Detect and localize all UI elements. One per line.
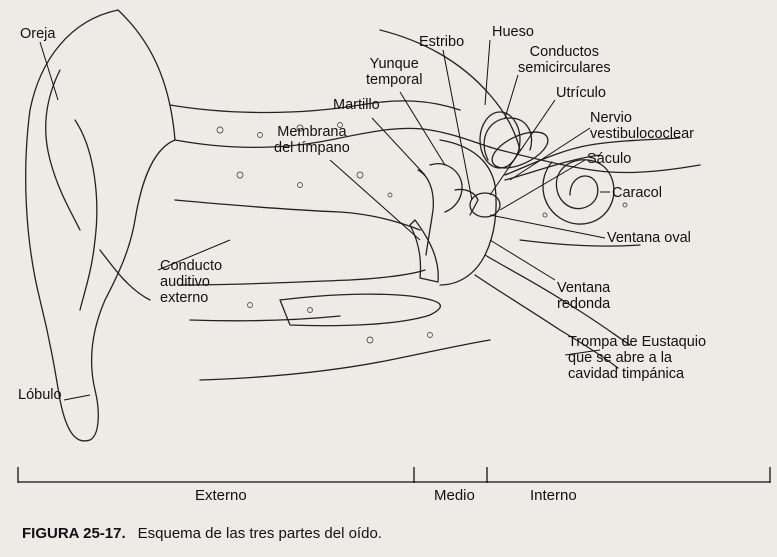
canal-lower-wall	[179, 269, 426, 286]
label-nervio-line2: vestibulococlear	[590, 126, 694, 142]
bone-pore	[427, 332, 433, 338]
caption-text: Esquema de las tres partes del oído.	[137, 525, 382, 542]
bone-pore	[247, 302, 253, 308]
label-oreja: Oreja	[20, 26, 56, 42]
label-caracol: Caracol	[612, 185, 662, 201]
label-trompa-line3: cavidad timpánica	[568, 366, 685, 382]
incus	[429, 163, 463, 213]
petrous-bone-edge	[499, 149, 701, 174]
label-estribo: Estribo	[419, 34, 465, 50]
stapes	[454, 188, 479, 216]
bone-pore	[337, 122, 343, 128]
bone-pore	[257, 132, 263, 138]
label-conducto-auditivo: Conducto auditivo externo	[160, 258, 222, 306]
bone-pore	[236, 171, 244, 179]
bone-pore	[307, 307, 313, 313]
vestibule	[469, 192, 501, 218]
label-lobulo: Lóbulo	[18, 387, 62, 403]
concha	[99, 249, 151, 301]
label-nervio: Nervio vestibulococlear	[590, 110, 694, 142]
leader-utriculo	[489, 99, 556, 196]
label-membrana: Membrana del tímpano	[274, 124, 350, 156]
label-membrana-line1: Membrana	[277, 124, 347, 140]
label-utriculo: Utrículo	[556, 85, 606, 101]
bone-pore	[387, 192, 393, 198]
label-ventana-oval: Ventana oval	[607, 230, 691, 246]
leader-hueso	[484, 39, 491, 106]
temporal-bone-lower	[189, 315, 341, 322]
temporal-bone-outer	[169, 100, 461, 114]
label-conductos-line2: semicirculares	[518, 60, 611, 76]
cochlea-spiral	[542, 159, 615, 225]
label-trompa: Trompa de Eustaquio que se abre a la cav…	[568, 334, 706, 382]
label-ventana-redonda-line1: Ventana	[557, 280, 611, 296]
leader-trompa	[564, 349, 601, 356]
label-ventana-redonda-line2: redonda	[557, 296, 611, 312]
leader-oreja	[39, 41, 59, 101]
bone-pore	[297, 182, 303, 188]
label-yunque-line1: Yunque	[369, 56, 419, 72]
label-membrana-line2: del tímpano	[274, 140, 350, 156]
label-ventana-redonda: Ventana redonda	[557, 280, 610, 312]
leader-saculo	[499, 159, 586, 211]
leader-estribo	[442, 49, 473, 201]
bone-pore	[216, 126, 224, 134]
section-interno: Interno	[530, 487, 577, 504]
bone-pore	[366, 336, 374, 344]
pinna-outline	[25, 9, 176, 442]
hueso-top	[379, 29, 521, 151]
bone-pore	[622, 202, 628, 208]
leader-ventana-redonda	[489, 239, 556, 281]
leader-conducto	[157, 239, 231, 271]
semicircular-canal-3	[483, 117, 533, 161]
label-trompa-line2: que se abre a la	[568, 350, 672, 366]
caption-figure-number: FIGURA 25-17.	[22, 525, 126, 542]
label-conductos: Conductos semicirculares	[518, 44, 611, 76]
label-conductos-line1: Conductos	[529, 44, 599, 60]
canal-upper-wall	[174, 199, 421, 231]
eustachian-tube-lower	[474, 274, 619, 369]
leader-yunque	[399, 91, 446, 166]
bone-pore	[542, 212, 548, 218]
middle-ear-cavity	[439, 139, 497, 286]
leader-martillo	[371, 117, 426, 176]
antihelix	[74, 119, 98, 311]
leader-lobulo	[63, 394, 91, 401]
semicircular-canal-2	[491, 131, 549, 169]
label-conducto-line1: Conducto	[160, 258, 223, 274]
label-martillo: Martillo	[333, 97, 380, 113]
leader-membrana	[329, 159, 421, 241]
label-hueso: Hueso	[492, 24, 534, 40]
malleus	[417, 169, 434, 256]
leader-nervio	[509, 127, 591, 181]
label-conducto-line2: auditivo	[160, 274, 210, 290]
label-yunque-line2: temporal	[366, 72, 423, 88]
petrous-bone-lower	[519, 239, 641, 247]
section-medio: Medio	[434, 487, 475, 504]
label-conducto-line3: externo	[160, 290, 209, 306]
label-saculo: Sáculo	[587, 151, 632, 167]
lower-bone-piece	[279, 293, 442, 327]
section-externo: Externo	[195, 487, 247, 504]
lower-skull-edge	[199, 339, 491, 381]
label-nervio-line1: Nervio	[590, 110, 632, 126]
leader-ventana-oval	[489, 214, 606, 239]
label-trompa-line1: Trompa de Eustaquio	[568, 334, 707, 350]
bone-pore	[296, 124, 304, 132]
eustachian-tube-upper	[484, 254, 631, 346]
label-yunque: Yunque temporal	[366, 56, 422, 88]
vestibulocochlear-nerve	[504, 137, 681, 176]
pinna-inner-fold	[117, 9, 176, 141]
bone-pore	[356, 171, 364, 179]
figure-caption: FIGURA 25-17. Esquema de las tres partes …	[22, 525, 382, 543]
helix-fold	[45, 69, 81, 231]
leader-conductos	[504, 74, 519, 119]
temporal-bone-upper	[174, 127, 501, 151]
